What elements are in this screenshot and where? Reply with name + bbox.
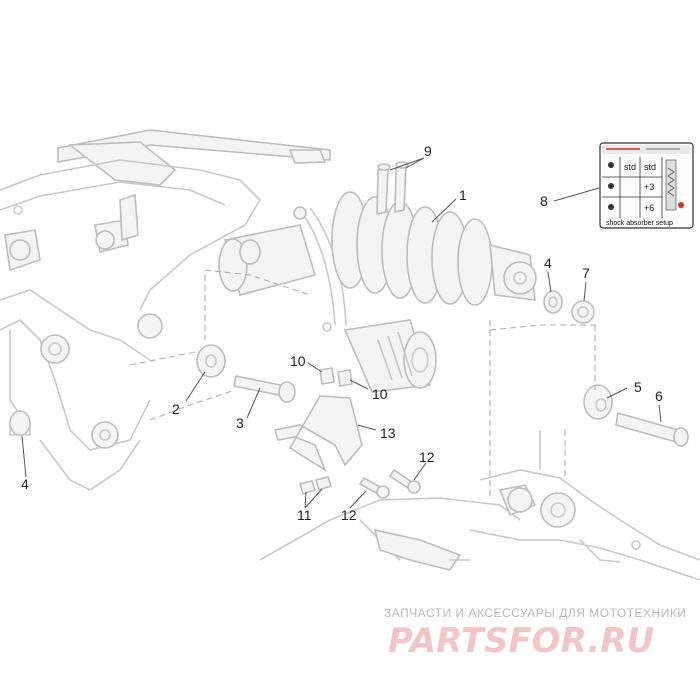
callout-1: 1	[459, 187, 467, 203]
alignment-lines	[129, 269, 600, 500]
callout-11: 11	[297, 507, 312, 523]
watermark-tagline: ЗАПЧАСТИ И АКСЕССУАРЫ ДЛЯ МОТОТЕХНИКИ	[384, 606, 686, 620]
shock-setup-label[interactable]: std std +3 +6 shock absorber setup	[599, 142, 694, 229]
bolt-6[interactable]	[615, 411, 689, 447]
callout-12-left: 12	[341, 507, 357, 523]
watermark-logo: PARTSFOR.RU	[388, 621, 654, 661]
shock-absorber[interactable]	[218, 191, 537, 393]
bolt-3[interactable]	[233, 375, 296, 403]
callout-9: 9	[424, 143, 432, 159]
bolts-12[interactable]	[358, 468, 421, 499]
label-row1: +3	[644, 182, 654, 192]
callout-4-left: 4	[21, 476, 29, 492]
spacer-2[interactable]	[196, 344, 226, 378]
callout-5: 5	[634, 379, 642, 395]
callout-6: 6	[655, 388, 663, 404]
callout-numbers: 1 2 3 4 4 5 6 7 8 9 10 10 11 12 12 13	[21, 143, 663, 523]
label-col2: std	[644, 162, 656, 172]
label-caption: shock absorber setup	[606, 220, 673, 227]
callout-13: 13	[380, 425, 396, 441]
callout-7: 7	[582, 265, 590, 281]
leader-lines	[21, 157, 662, 509]
pads-10[interactable]	[319, 367, 353, 387]
clips-11[interactable]	[298, 476, 333, 496]
callout-2: 2	[172, 401, 180, 417]
callout-8: 8	[540, 193, 548, 209]
callout-4-right: 4	[544, 255, 552, 271]
swingarm-structure	[259, 430, 700, 581]
callout-10-left: 10	[290, 353, 306, 369]
spacer-5[interactable]	[583, 384, 613, 420]
bushing-4-left[interactable]	[9, 410, 31, 436]
callout-10-right: 10	[372, 386, 388, 402]
watermark: ЗАПЧАСТИ И АКСЕССУАРЫ ДЛЯ МОТОТЕХНИКИ PA…	[384, 606, 686, 661]
bracket-13[interactable]	[273, 395, 363, 472]
label-col1: std	[624, 162, 636, 172]
callout-12-right: 12	[419, 449, 435, 465]
frame-structure	[0, 129, 331, 491]
callout-3: 3	[236, 415, 244, 431]
bushing-7[interactable]	[571, 300, 595, 324]
label-row2: +6	[644, 203, 654, 213]
bushing-4-right[interactable]	[543, 290, 563, 314]
shock-spring	[331, 191, 493, 306]
